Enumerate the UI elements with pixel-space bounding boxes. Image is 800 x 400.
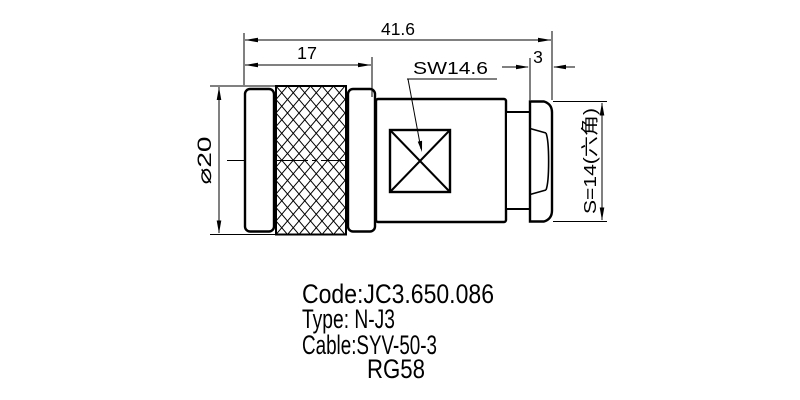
dimension-arrowhead — [358, 62, 371, 68]
connector-outline — [227, 85, 554, 236]
wrench-flat-diagonals — [389, 129, 451, 193]
dimension-arrowhead — [516, 64, 529, 70]
coupling-end-cap — [243, 87, 276, 233]
dimension-arrowhead — [599, 207, 605, 221]
note-code: Code:JC3.650.086 — [302, 279, 494, 309]
note-type: Type: N-J3 — [302, 304, 395, 334]
note-cable-alt: RG58 — [367, 354, 425, 384]
hex-width-label: 3 — [533, 47, 543, 67]
dimension-arrowhead — [538, 37, 551, 43]
dimension-front-length: 17 — [245, 43, 373, 97]
extension-lines — [210, 85, 275, 235]
extension-lines — [553, 101, 607, 222]
rear-neck — [505, 111, 531, 210]
dimension-arrowhead — [599, 102, 605, 116]
dimension-overall-length: 41.6 — [243, 19, 553, 100]
dimension-arrowhead — [245, 37, 258, 43]
knurl-diameter-label: ⌀20 — [195, 137, 216, 185]
leader-line — [407, 78, 422, 150]
hex-flats-label: S=14(六角) — [580, 108, 600, 214]
dimension-arrowhead — [553, 64, 566, 70]
knurled-grip — [275, 85, 347, 236]
dimension-annotations: 41.6 17 3 ⌀20 — [195, 19, 607, 235]
dimension-arrowhead — [216, 87, 222, 100]
note-cable: Cable:SYV-50-3 — [302, 330, 437, 360]
dimension-knurl-diameter: ⌀20 — [195, 85, 275, 235]
body-ring — [346, 87, 377, 233]
front-length-label: 17 — [297, 43, 317, 63]
leader-arrowhead — [417, 140, 423, 152]
dimension-arrowhead — [245, 62, 258, 68]
hex-nut-chamfer-lines — [529, 127, 550, 196]
wrench-size-label: SW14.6 — [413, 58, 488, 78]
notes-block: Code:JC3.650.086 Type: N-J3 Cable:SYV-50… — [302, 279, 494, 384]
dimension-hex-flats: S=14(六角) — [553, 101, 607, 222]
annotation-wrench-size: SW14.6 — [407, 58, 497, 152]
dimension-hex-width: 3 — [502, 47, 575, 100]
overall-length-label: 41.6 — [381, 19, 415, 39]
dimension-arrowhead — [216, 220, 222, 234]
hex-nut — [528, 100, 554, 223]
extension-lines — [243, 31, 553, 100]
